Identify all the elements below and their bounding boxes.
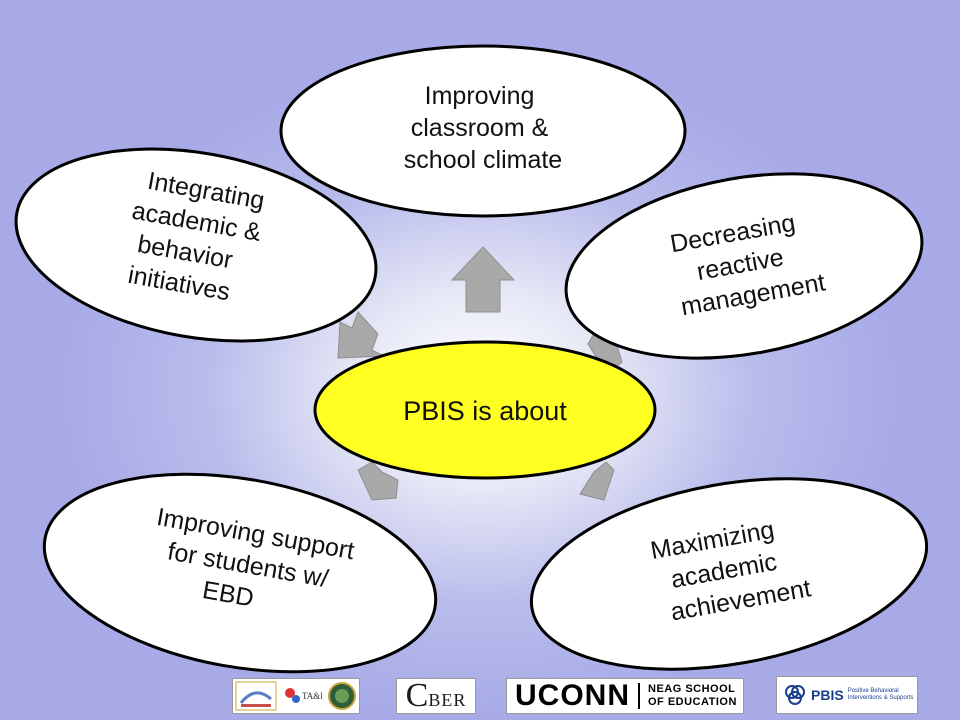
arrow-lower-right-icon [579,461,615,501]
center-node: PBIS is about [313,340,657,480]
arrow-up-icon [450,246,516,313]
outcome-upper-left: Integrating academic & behavior initiati… [14,147,378,343]
outcome-lower-right: Maximizing academic achievement [529,477,929,671]
pbis-subtitle: Positive Behavioral Interventions & Supp… [847,688,914,701]
pbis-logo: PBIS Positive Behavioral Interventions &… [776,676,918,714]
outcome-top-line: classroom & [411,114,549,142]
idea-work-logo [235,681,277,711]
center-label: PBIS is about [403,396,567,426]
pbis-wordmark: PBIS [811,687,844,703]
cber-logo-text: BER [428,689,467,710]
svg-text:TA&D: TA&D [302,691,322,701]
pbis-rings-icon [785,685,805,705]
outcome-top-line: school climate [404,146,562,174]
uconn-divider [638,683,640,709]
uconn-wordmark: UCONN [515,679,630,712]
arrow-upper-left-icon [337,311,386,359]
outcome-top: Improving classroom & school climate [279,44,687,218]
pbis-diagram: Improving classroom & school climate Int… [14,44,929,674]
uconn-subtitle: NEAG SCHOOL OF EDUCATION [648,683,737,708]
uconn-logo: UCONN NEAG SCHOOL OF EDUCATION [506,678,744,714]
partner-logos-group: TA&D [232,678,360,714]
outcome-lower-left: Improving support for students w/ EBD [42,472,438,674]
outcome-upper-right: Decreasing reactive management [564,172,924,360]
ta-d-logo: TA&D [284,688,322,703]
cber-logo: C BER [396,678,476,714]
outcome-top-line: Improving [425,82,535,110]
department-seal-icon [327,682,356,710]
svg-text:Improving classroom &: Improving classroom & school climate [404,82,562,174]
cber-logo-c: C [405,677,429,714]
